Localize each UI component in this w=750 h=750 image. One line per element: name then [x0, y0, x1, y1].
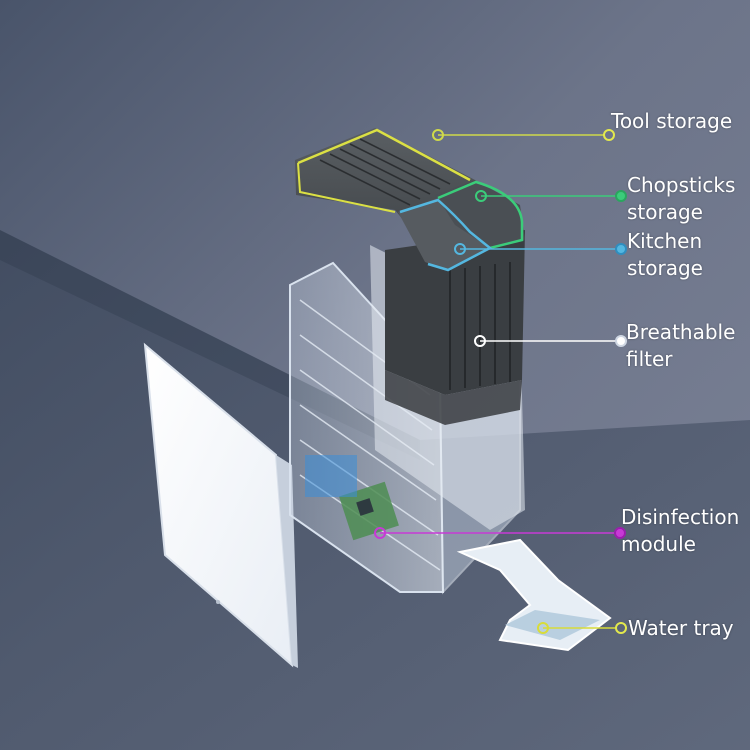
lower-dark-band: [385, 370, 522, 425]
tool-storage-outline: [297, 128, 471, 182]
tool-storage-outline-2: [297, 162, 396, 213]
lid-ribs: [319, 138, 451, 206]
storage-body: [385, 230, 525, 395]
leader-lines: [380, 134, 618, 629]
label-tool-storage: Tool storage: [611, 109, 733, 133]
leader-end-markers: [603, 129, 627, 634]
label-disinfection-module: Disinfection module: [621, 505, 740, 556]
disinfection-chip: [356, 498, 374, 516]
kitchen-compartment: [398, 198, 490, 270]
water-reservoir-blue: [305, 455, 357, 497]
chopsticks-compartment: [435, 180, 525, 250]
leader-start-points: [374, 129, 549, 634]
panel-dot: [216, 600, 220, 604]
label-kitchen-storage: Kitchen storage: [627, 229, 703, 280]
label-water-tray: Water tray: [628, 616, 734, 640]
kitchen-outline: [399, 198, 493, 272]
label-breathable-filter: Breathable filter: [626, 320, 736, 371]
label-chopsticks-storage: Chopsticks storage: [627, 173, 736, 224]
storage-ribs: [449, 262, 511, 390]
water-tray-water: [505, 610, 600, 640]
chopsticks-outline: [437, 180, 524, 250]
